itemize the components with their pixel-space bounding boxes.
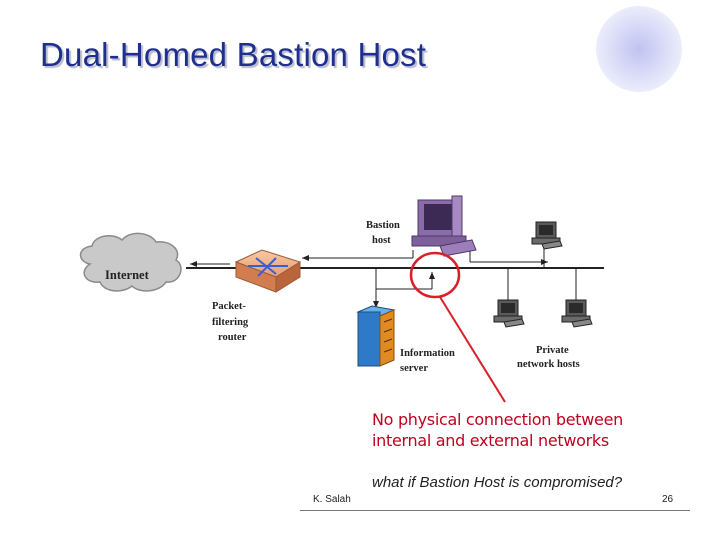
note-line-1: No physical connection between bbox=[372, 410, 623, 429]
bastion-label-line1: Bastion bbox=[366, 220, 400, 231]
router-label-line2: filtering bbox=[212, 317, 249, 328]
internet-label: Internet bbox=[105, 268, 150, 282]
private-host-top bbox=[531, 221, 563, 250]
packet-filtering-router: Packet- filtering router bbox=[212, 249, 302, 343]
highlight-circle bbox=[409, 251, 461, 299]
note-text: No physical connection between internal … bbox=[372, 409, 623, 451]
router-arrows-icon bbox=[248, 257, 288, 277]
information-server: Information server bbox=[356, 305, 455, 374]
slide-title: Dual-Homed Bastion Host bbox=[40, 36, 427, 73]
info-server-label-line2: server bbox=[400, 363, 428, 374]
question-text: what if Bastion Host is compromised? bbox=[372, 474, 623, 491]
page-number: 26 bbox=[662, 494, 674, 505]
info-server-label-line1: Information bbox=[400, 348, 455, 359]
note-line-2: internal and external networks bbox=[372, 431, 609, 450]
cloud-shape bbox=[79, 232, 182, 292]
bastion-host-computer: Bastion host bbox=[366, 195, 477, 257]
decorative-circle bbox=[596, 6, 682, 92]
router-label-line1: Packet- bbox=[212, 301, 246, 312]
highlight-pointer-line bbox=[439, 296, 506, 403]
router-label-line3: router bbox=[218, 332, 247, 343]
bastion-label-line2: host bbox=[372, 235, 391, 246]
footer-author: K. Salah bbox=[313, 494, 351, 505]
private-hosts-label-line2: network hosts bbox=[517, 359, 580, 370]
footer-divider bbox=[300, 510, 690, 511]
private-host-1 bbox=[493, 299, 525, 328]
private-host-2 bbox=[561, 299, 593, 328]
internet-cloud: Internet bbox=[79, 232, 182, 292]
private-hosts-label-line1: Private bbox=[536, 345, 569, 356]
